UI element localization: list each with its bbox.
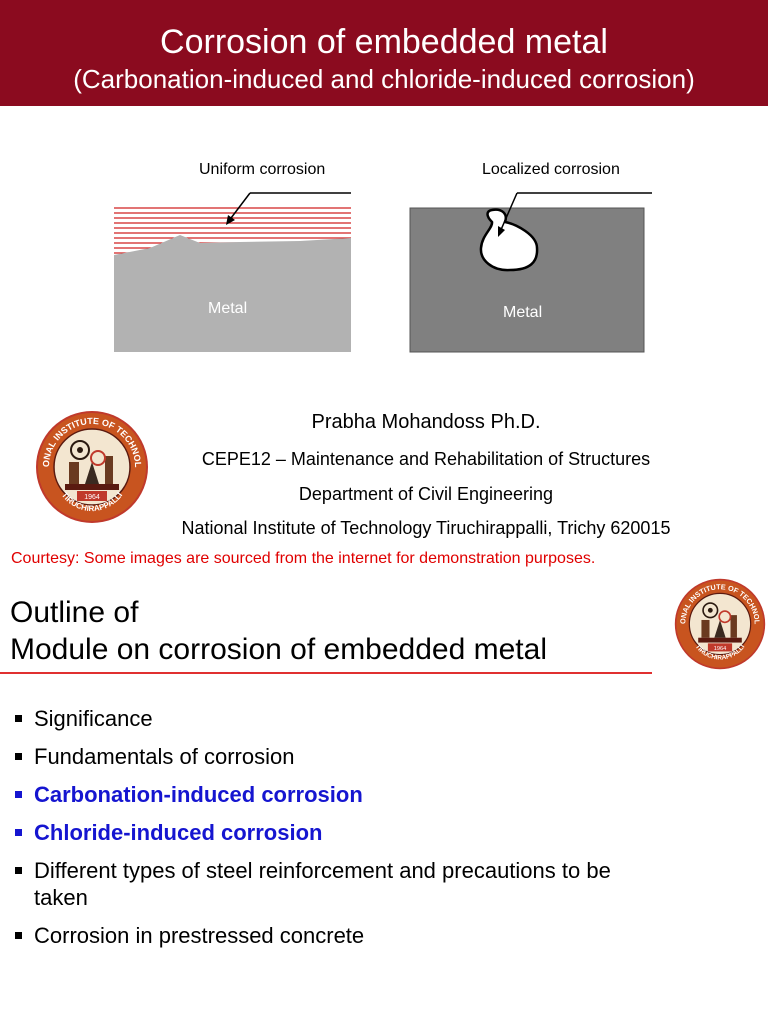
- uniform-corrosion-label: Uniform corrosion: [199, 161, 326, 178]
- bullet-icon: [15, 753, 22, 760]
- list-item: Fundamentals of corrosion: [14, 743, 654, 770]
- list-item-highlighted: Carbonation-induced corrosion: [14, 781, 654, 808]
- list-item-highlighted: Chloride-induced corrosion: [14, 819, 654, 846]
- corrosion-diagram: Uniform corrosion Localized corrosion Me…: [0, 110, 768, 370]
- outline-title-line2: Module on corrosion of embedded metal: [10, 633, 547, 666]
- localized-metal-label: Metal: [503, 304, 543, 321]
- bullet-icon: [15, 932, 22, 939]
- localized-corrosion-panel: [409, 192, 652, 353]
- svg-text:1964: 1964: [714, 646, 727, 652]
- department: Department of Civil Engineering: [298, 484, 554, 504]
- title-banner: Corrosion of embedded metal (Carbonation…: [0, 0, 768, 106]
- corrosion-diagram-svg: [114, 192, 652, 353]
- outline-title: Outline of Module on corrosion of embedd…: [10, 594, 547, 668]
- bullet-icon: [15, 791, 22, 798]
- institute-logo-small: NATIONAL INSTITUTE OF TECHNOLOGY TIRUCHI…: [671, 571, 766, 670]
- list-item: Corrosion in prestressed concrete: [14, 922, 654, 949]
- slide-title: Corrosion of embedded metal: [160, 23, 608, 61]
- institute-name: National Institute of Technology Tiruchi…: [181, 518, 671, 538]
- bullet-icon: [15, 829, 22, 836]
- author-name: Prabha Mohandoss Ph.D.: [311, 411, 541, 433]
- courtesy-note: Courtesy: Some images are sourced from t…: [11, 550, 596, 567]
- svg-text:1964: 1964: [84, 494, 100, 501]
- institute-seal-icon: NATIONAL INSTITUTE OF TECHNOLOGY TIRUCHI…: [671, 571, 766, 670]
- outline-divider: [0, 672, 652, 674]
- uniform-metal-block: [114, 235, 351, 352]
- list-item: Significance: [14, 705, 654, 732]
- course-name: CEPE12 – Maintenance and Rehabilitation …: [201, 449, 651, 469]
- slide-subtitle: (Carbonation-induced and chloride-induce…: [73, 64, 695, 94]
- outline-list: Significance Fundamentals of corrosion C…: [14, 705, 654, 960]
- bullet-icon: [15, 715, 22, 722]
- uniform-metal-label: Metal: [208, 300, 248, 317]
- bullet-icon: [15, 867, 22, 874]
- institute-logo: NATIONAL INSTITUTE OF TECHNOLOGY TIRUCHI…: [31, 402, 149, 524]
- localized-corrosion-label: Localized corrosion: [482, 161, 620, 178]
- outline-title-line1: Outline of: [10, 596, 139, 629]
- institute-seal-icon: NATIONAL INSTITUTE OF TECHNOLOGY TIRUCHI…: [31, 402, 148, 523]
- uniform-corrosion-panel: [114, 192, 351, 352]
- list-item: Different types of steel reinforcement a…: [14, 857, 654, 911]
- localized-metal-block: [409, 207, 645, 353]
